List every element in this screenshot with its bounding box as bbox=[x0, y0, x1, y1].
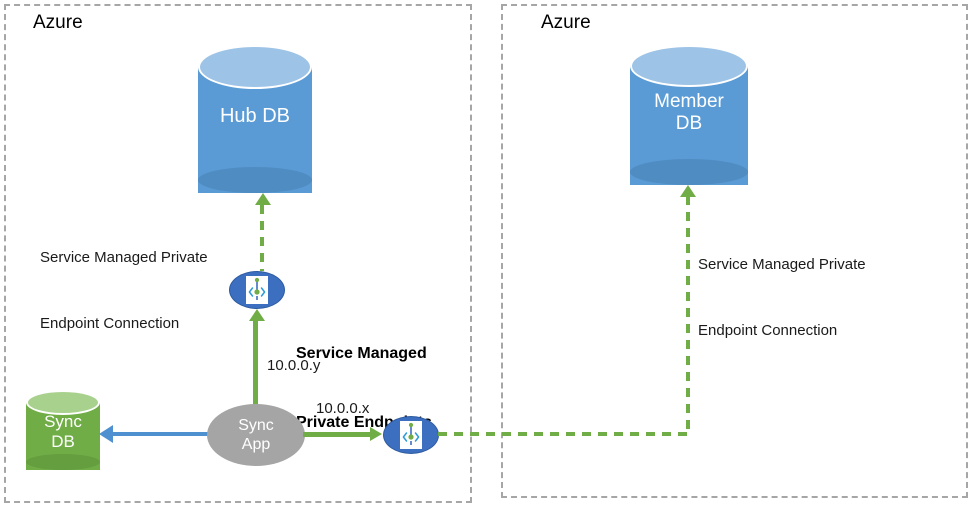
sync-db-cylinder-top bbox=[26, 390, 100, 415]
connector-syncapp-to-pe-member bbox=[303, 432, 370, 437]
connector-syncapp-to-syncdb bbox=[113, 432, 213, 436]
arrow-to-member-db bbox=[680, 185, 696, 197]
azure-label-left: Azure bbox=[33, 12, 83, 33]
sync-db-node[interactable]: Sync DB bbox=[26, 390, 100, 470]
sync-db-cylinder-bottom bbox=[26, 454, 100, 470]
hub-connection-caption: Service Managed Private Endpoint Connect… bbox=[40, 203, 208, 379]
ip-label-hub: 10.0.0.y bbox=[267, 357, 321, 374]
azure-boundary-left bbox=[4, 4, 472, 503]
azure-boundary-right bbox=[501, 4, 968, 498]
member-connection-caption-line1: Service Managed Private bbox=[698, 256, 866, 273]
sync-app-node[interactable]: Sync App bbox=[207, 404, 305, 466]
service-managed-endpoints-line1: Service Managed bbox=[296, 345, 427, 362]
private-endpoint-icon bbox=[246, 276, 268, 304]
hub-connection-caption-line1: Service Managed Private bbox=[40, 249, 208, 266]
ip-label-member: 10.0.0.x bbox=[316, 400, 370, 417]
sync-app-label-line1: Sync bbox=[238, 417, 274, 434]
private-endpoint-icon-hub[interactable] bbox=[229, 271, 285, 309]
arrow-to-pe-hub bbox=[249, 309, 265, 321]
arrow-to-hub-db bbox=[255, 193, 271, 205]
member-db-cylinder-bottom bbox=[630, 159, 748, 185]
member-db-cylinder-top bbox=[630, 45, 748, 87]
hub-db-cylinder-top bbox=[198, 45, 312, 89]
connector-syncapp-to-pe-hub bbox=[253, 321, 258, 416]
connector-pe-member-vertical bbox=[686, 196, 690, 434]
hub-db-node[interactable]: Hub DB bbox=[198, 45, 312, 193]
connector-pe-member-horizontal bbox=[438, 432, 692, 436]
hub-db-cylinder-bottom bbox=[198, 167, 312, 193]
connector-pe-to-hub-db bbox=[260, 205, 264, 271]
sync-app-label: Sync App bbox=[207, 416, 305, 454]
azure-label-right: Azure bbox=[541, 12, 591, 33]
private-endpoint-icon-member[interactable] bbox=[383, 416, 439, 454]
private-endpoint-icon bbox=[400, 421, 422, 449]
member-connection-caption-line2: Endpoint Connection bbox=[698, 322, 838, 339]
arrow-to-sync-db bbox=[99, 425, 113, 443]
member-db-node[interactable]: Member DB bbox=[630, 45, 748, 185]
sync-app-label-line2: App bbox=[241, 436, 271, 454]
hub-connection-caption-line2: Endpoint Connection bbox=[40, 315, 180, 332]
member-connection-caption: Service Managed Private Endpoint Connect… bbox=[698, 210, 866, 386]
arrow-to-pe-member bbox=[370, 427, 382, 441]
